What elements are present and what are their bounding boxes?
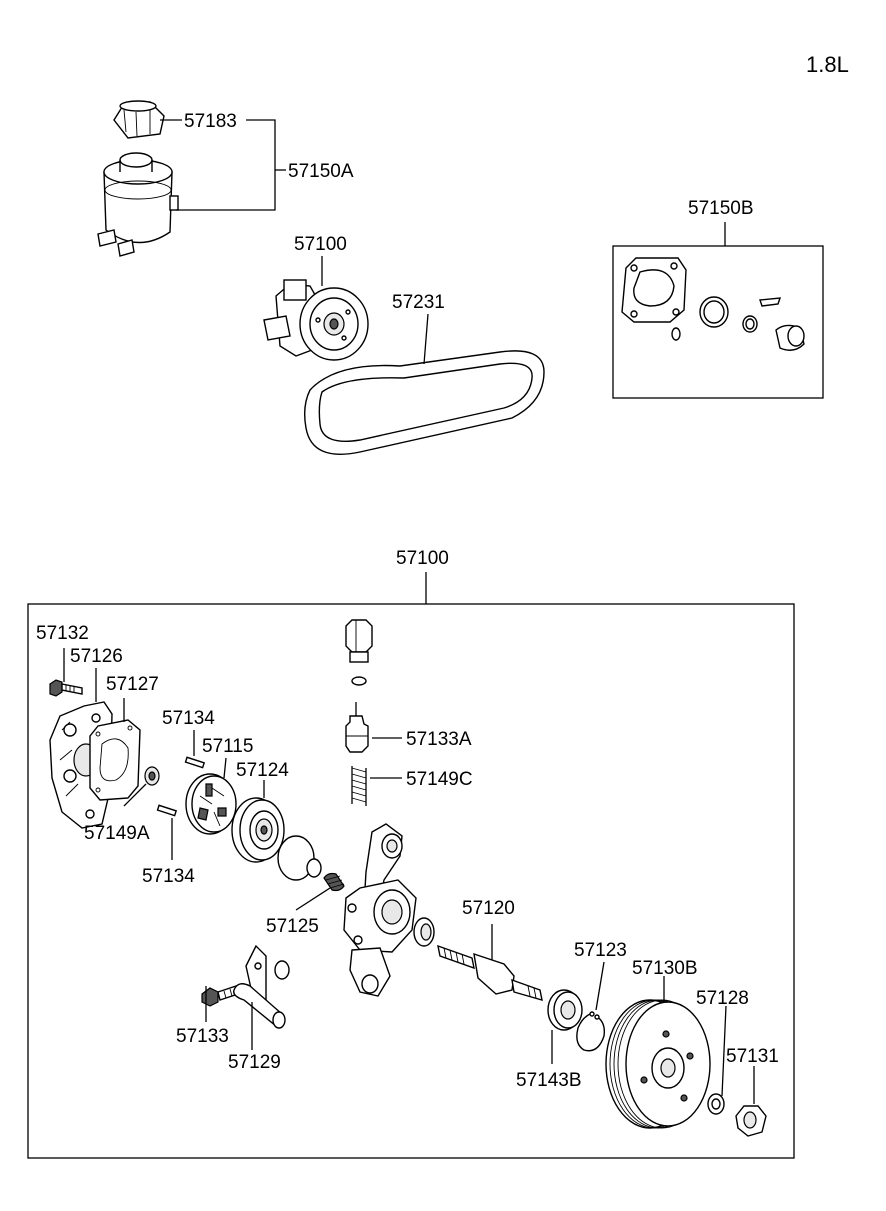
pressure-plate[interactable] (231, 797, 285, 863)
label-57126: 57126 (70, 646, 123, 667)
seal-kit-box (612, 245, 824, 399)
engine-label: 1.8L (806, 52, 849, 77)
label-57120: 57120 (462, 898, 515, 919)
label-57129: 57129 (228, 1052, 281, 1073)
label-57125: 57125 (266, 916, 319, 937)
label-57150B: 57150B (688, 198, 754, 219)
dowel-pin-upper[interactable] (184, 756, 206, 769)
label-57134-upper: 57134 (162, 708, 215, 729)
flow-control-valve[interactable] (345, 702, 369, 753)
power-steering-pump[interactable] (263, 279, 369, 361)
label-57115: 57115 (202, 736, 253, 757)
inlet-pipe-oring[interactable] (274, 960, 290, 980)
pump-spring[interactable] (323, 872, 345, 892)
pulley-washer[interactable] (707, 1093, 725, 1115)
snap-ring[interactable] (576, 1011, 606, 1052)
drive-belt[interactable] (303, 350, 545, 455)
label-57133A: 57133A (406, 729, 472, 750)
dowel-pin-lower[interactable] (156, 804, 178, 817)
inlet-pipe[interactable] (233, 944, 286, 1029)
label-57150A: 57150A (288, 161, 354, 182)
label-57133: 57133 (176, 1026, 229, 1047)
label-57100-box: 57100 (396, 548, 449, 569)
label-57131: 57131 (726, 1046, 779, 1067)
exploded-assembly-box (27, 603, 795, 1159)
pump-body-bracket[interactable] (343, 823, 417, 997)
label-57183: 57183 (184, 111, 237, 132)
reservoir-tank[interactable] (97, 152, 179, 257)
label-57143B: 57143B (516, 1070, 582, 1091)
small-oring[interactable] (144, 766, 160, 786)
outlet-union-fitting[interactable] (345, 619, 373, 686)
pump-body-oring-large[interactable] (277, 835, 315, 881)
seal-kit-parts[interactable] (621, 257, 805, 351)
label-57127: 57127 (106, 674, 159, 695)
label-57100-top: 57100 (294, 234, 347, 255)
label-57149C: 57149C (406, 769, 473, 790)
label-57134-lower: 57134 (142, 866, 195, 887)
pump-body-oring-small[interactable] (306, 858, 322, 878)
rear-cover-gasket[interactable] (89, 719, 141, 801)
drive-shaft[interactable] (437, 944, 543, 1001)
shaft-bearing[interactable] (547, 989, 583, 1031)
cam-ring-rotor[interactable] (185, 773, 237, 835)
rear-cover-bolt[interactable] (49, 679, 83, 697)
pulley-nut[interactable] (735, 1105, 767, 1137)
label-57130B: 57130B (632, 958, 698, 979)
inlet-pipe-bolt[interactable] (201, 985, 239, 1007)
label-57231: 57231 (392, 292, 445, 313)
reservoir-cap[interactable] (113, 100, 165, 139)
shaft-seal[interactable] (413, 917, 435, 947)
pump-pulley[interactable] (605, 999, 711, 1129)
label-57124: 57124 (236, 760, 289, 781)
label-57149A: 57149A (84, 823, 150, 844)
flow-control-spring[interactable] (351, 766, 367, 806)
label-57123: 57123 (574, 940, 627, 961)
label-57132: 57132 (36, 623, 89, 644)
label-57128: 57128 (696, 988, 749, 1009)
